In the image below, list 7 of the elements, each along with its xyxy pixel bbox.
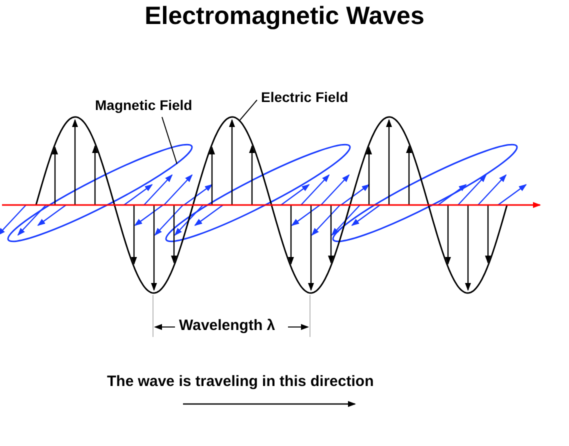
title: Electromagnetic Waves (144, 2, 426, 31)
field-label: Magnetic Field (95, 97, 192, 113)
leader-line (162, 116, 178, 164)
dimension-label: Wavelength λ (179, 317, 276, 334)
caption-text: The wave is traveling in this direction (107, 373, 374, 390)
field-label: Electric Field (261, 89, 348, 105)
leader-line (240, 100, 258, 120)
